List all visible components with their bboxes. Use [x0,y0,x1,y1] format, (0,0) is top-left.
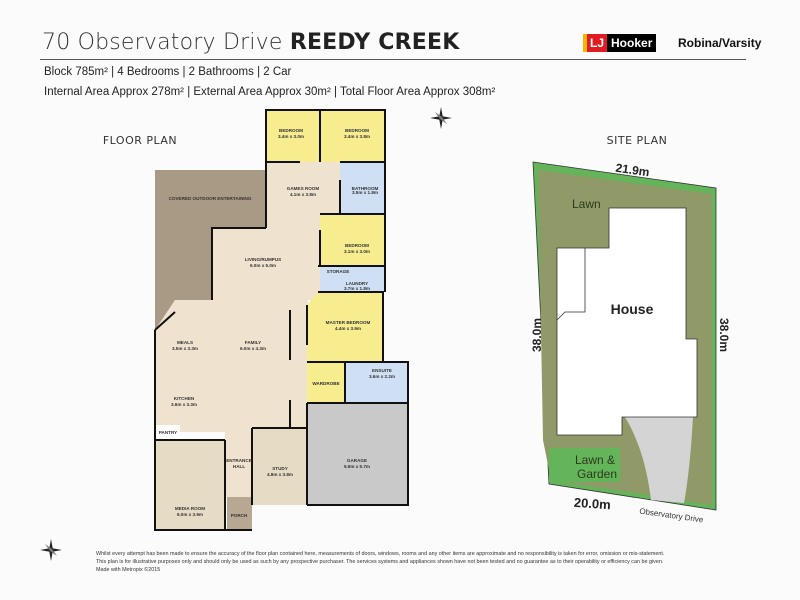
suburb: REEDY CREEK [289,30,460,55]
label-living: LIVING/RUMPUS [245,257,282,262]
size-meals: 3.5m x 3.3m [172,346,198,351]
label-games-room: GAMES ROOM [287,186,320,191]
address: 70 Observatory Drive [42,30,283,55]
lawn-garden-area [549,448,620,482]
dimension-left: 38.0m [530,318,544,352]
room-media [155,440,225,530]
dimension-top: 21.9m [615,161,651,180]
room-ensuite [345,362,408,403]
size-ensuite: 3.6m x 2.2m [369,374,395,379]
size-study: 4.8m x 3.8m [267,472,293,477]
size-bedroom-3: 3.1m x 3.0m [344,249,370,254]
street-name: Observatory Drive [639,507,705,525]
disclaimer-credit: Made with Metropix ©2015 [96,567,161,573]
site-plan-title: SITE PLAN [607,134,668,147]
room-entrance [225,432,252,497]
room-laundry [318,266,385,292]
room-bathroom [340,162,385,214]
size-family: 6.0m x 4.3m [240,346,266,351]
label-family: FAMILY [245,340,261,345]
label-hall: HALL [233,464,245,469]
house-footprint [556,207,698,436]
size-games-room: 4.1m x 3.8m [290,192,316,197]
dimension-bottom: 20.0m [573,495,611,513]
disclaimer: Whilst every attempt has been made to en… [96,550,736,574]
floor-plan [155,110,408,530]
room-bedroom-2 [320,110,385,162]
label-kitchen: KITCHEN [174,396,195,401]
room-labels: BEDROOM 3.4m x 3.0m BEDROOM 3.4m x 3.8m … [159,128,395,518]
size-media: 6.0m x 3.9m [177,512,203,517]
walls [154,109,409,531]
label-house: House [611,301,654,317]
header-divider [40,59,746,60]
label-bathroom: BATHROOM [352,186,379,191]
label-bedroom-3: BEDROOM [345,243,369,248]
size-master: 4.4m x 3.9m [335,326,361,331]
size-bedroom-1: 3.4m x 3.0m [278,134,304,139]
label-lawn: Lawn [572,197,601,211]
label-pantry: PANTRY [159,430,177,435]
room-bedroom-1 [266,110,320,162]
size-laundry: 3.7m x 1.8m [344,286,370,291]
size-kitchen: 3.6m x 3.3m [171,402,197,407]
room-garage [307,403,408,505]
size-bathroom: 3.5m x 1.8m [352,190,378,195]
disclaimer-line: This plan is for illustrative purposes o… [96,559,664,565]
house-outline-detail [556,248,586,321]
compass-icon [40,539,62,561]
label-garage: GARAGE [347,458,367,463]
driveway [625,417,693,503]
office-name: Robina/Varsity [678,36,762,50]
compass-icon [430,107,452,129]
label-outdoor: COVERED OUTDOOR ENTERTAINING [169,196,252,201]
label-porch: PORCH [231,513,248,518]
room-outdoor [155,170,266,330]
label-study: STUDY [272,466,288,471]
room-porch [227,497,252,530]
label-laundry: LAUNDRY [346,281,368,286]
logo-name: Hooker [607,34,657,52]
label-meals: MEALS [177,340,193,345]
area-summary: Internal Area Approx 278m² | External Ar… [44,86,496,98]
size-bedroom-2: 3.4m x 3.8m [344,134,370,139]
site-plan: Lawn House Lawn & Garden 21.9m 38.0m 38.… [530,161,731,525]
room-study [252,428,307,505]
label-media: MEDIA ROOM [175,506,205,511]
size-garage: 5.9m x 5.7m [344,464,370,469]
label-bedroom-2: BEDROOM [345,128,369,133]
label-wardrobe: WARDROBE [312,381,339,386]
label-lawn-garden-2: Garden [577,467,617,481]
label-entrance: ENTRANCE [226,458,252,463]
property-title: 70 Observatory Drive REEDY CREEK [42,30,459,55]
dimension-right: 38.0m [717,318,731,352]
label-ensuite: ENSUITE [372,368,392,373]
room-bedroom-3 [320,214,385,266]
disclaimer-line: Whilst every attempt has been made to en… [96,551,665,557]
room-pantry [155,425,180,440]
label-master: MASTER BEDROOM [326,320,371,325]
property-summary: Block 785m² | 4 Bedrooms | 2 Bathrooms |… [44,66,292,78]
room-living [212,228,320,300]
logo-lj: LJ [583,34,608,52]
room-family-meals [155,300,308,432]
size-living: 6.0m x 5.0m [250,263,276,268]
label-lawn-garden-1: Lawn & [575,453,615,467]
floor-plan-title: FLOOR PLAN [103,134,177,147]
label-bedroom-1: BEDROOM [279,128,303,133]
room-wardrobe [307,362,345,403]
label-storage: STORAGE [327,269,350,274]
room-master [307,292,383,362]
